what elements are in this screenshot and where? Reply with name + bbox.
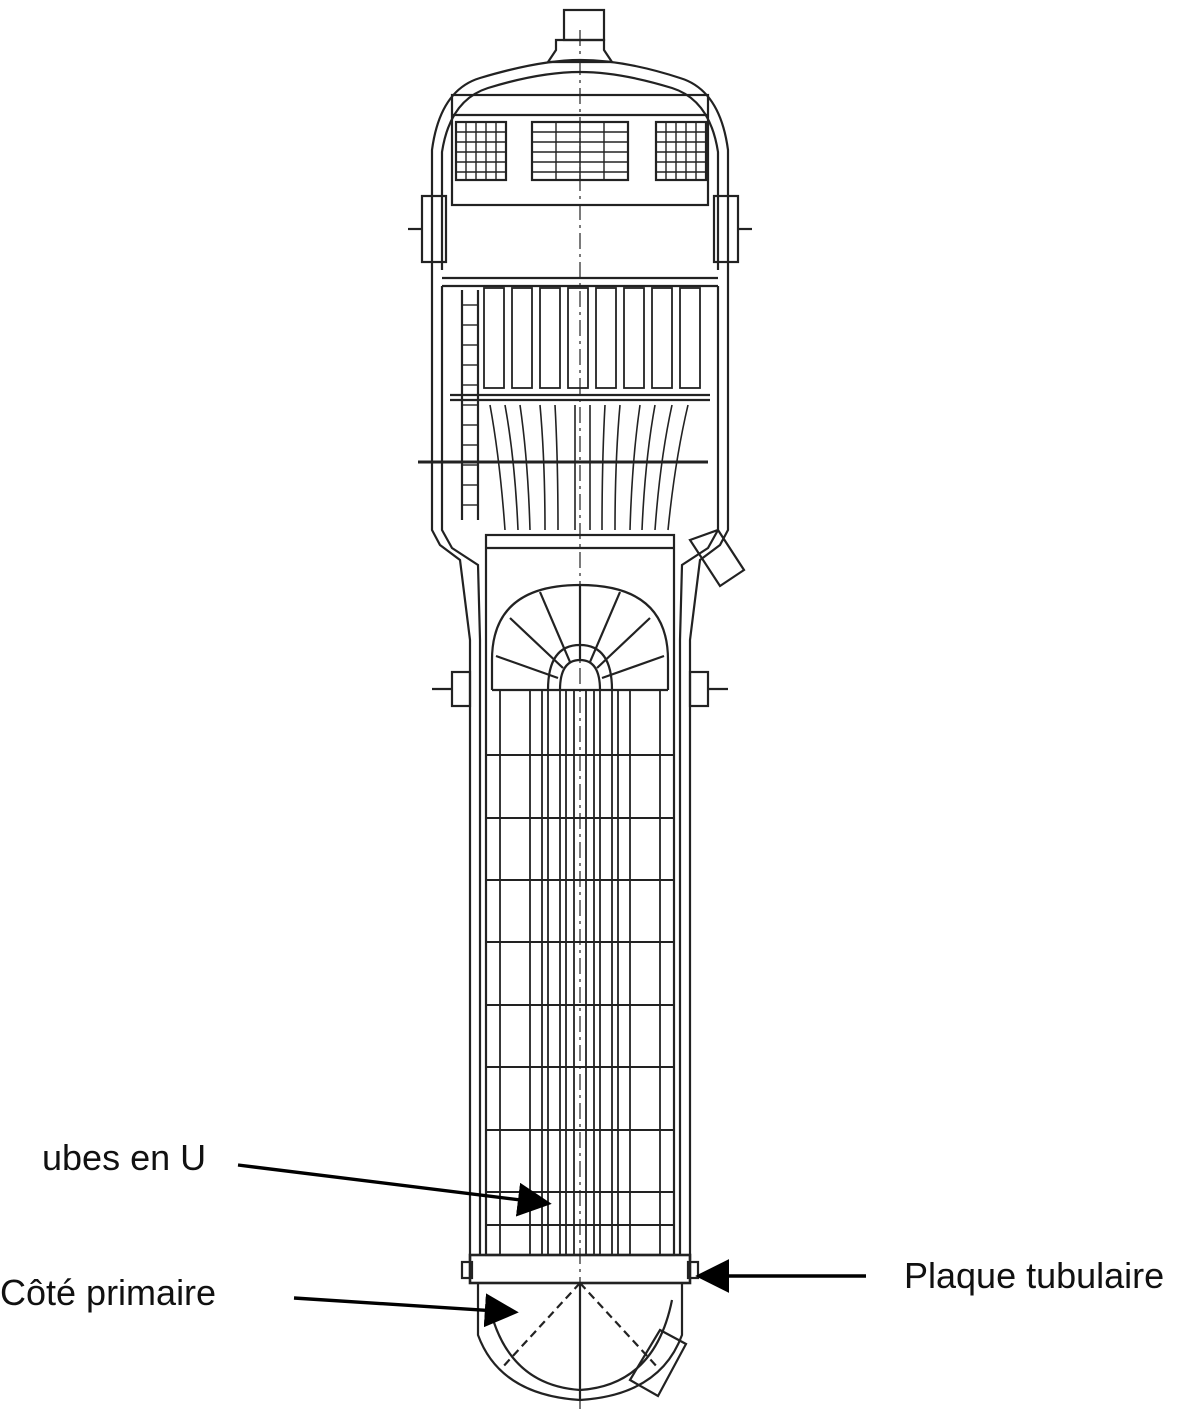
ladder xyxy=(462,304,478,506)
label-cote-primaire: Côté primaire xyxy=(0,1272,217,1313)
label-tubes-en-u: ubes en U xyxy=(42,1137,207,1178)
u-tubes xyxy=(499,690,661,1255)
label-plaque-tubulaire: Plaque tubulaire xyxy=(904,1255,1165,1296)
mid-shell-left xyxy=(430,270,472,1260)
upper-right-nozzle xyxy=(688,528,746,588)
top-nozzle xyxy=(562,8,606,42)
separators xyxy=(483,287,701,389)
dryer-right xyxy=(654,120,708,182)
arrow-icon xyxy=(237,1163,552,1217)
riser-pipes xyxy=(489,404,689,531)
outlet-nozzle xyxy=(628,1328,688,1398)
dryer-left xyxy=(454,120,508,182)
mid-shell-right xyxy=(688,270,730,1260)
arrow-icon xyxy=(293,1293,519,1328)
dryer-louvers xyxy=(456,122,706,180)
